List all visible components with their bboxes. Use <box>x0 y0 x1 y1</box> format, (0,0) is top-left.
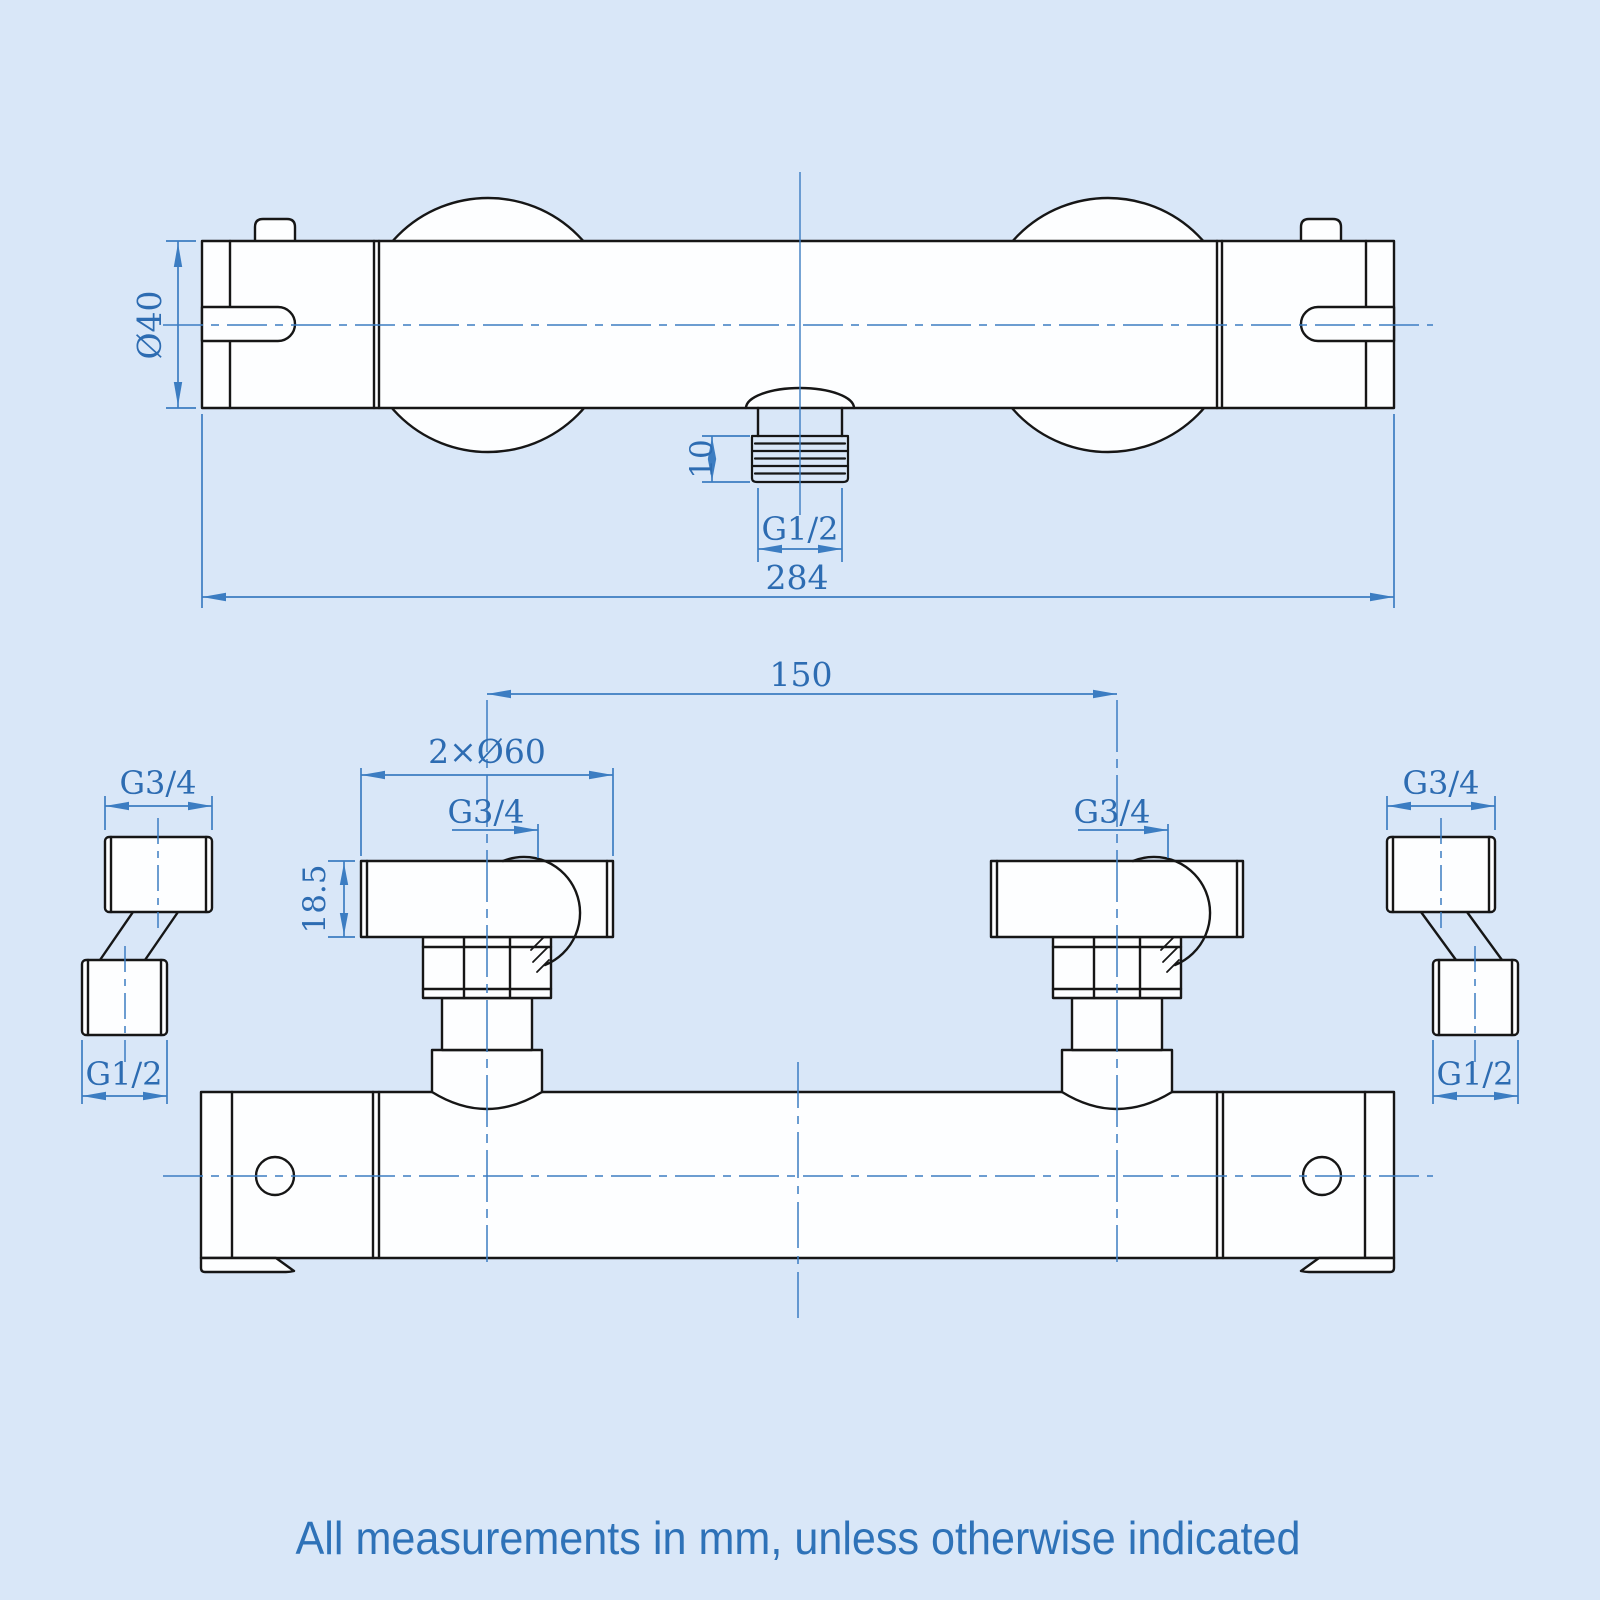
dimension-labels: Ø40 10 G1/2 284 150 2×Ø60 G3/4 G3/4 18.5… <box>85 290 1513 1093</box>
dim-label-right-inlet-g34: G3/4 <box>1073 793 1150 831</box>
top-profile-view <box>200 196 1396 484</box>
dim-label-valve-diameter: 2×Ø60 <box>428 732 546 771</box>
dim-label-body-height-185: 18.5 <box>297 864 333 933</box>
arrow <box>1494 1091 1518 1101</box>
arrow <box>1471 801 1495 811</box>
dim-label-spacing-150: 150 <box>770 655 833 694</box>
arrow <box>1093 689 1117 699</box>
arrow <box>758 544 782 554</box>
arrow <box>188 801 212 811</box>
arrow <box>173 243 183 267</box>
dim-label-left-inlet-g34: G3/4 <box>447 793 524 831</box>
left-adapter-neck-b <box>143 910 180 962</box>
right-control-lever <box>1299 305 1396 343</box>
arrow <box>361 770 385 780</box>
measurement-note: All measurements in mm, unless otherwise… <box>296 1512 1301 1564</box>
right-mounting-foot <box>1299 1256 1396 1274</box>
arrow <box>1370 592 1394 602</box>
left-valve-section-arc <box>501 855 582 967</box>
arrow <box>707 459 717 481</box>
arrow <box>1387 801 1411 811</box>
dimension-arrowheads <box>82 243 1518 1101</box>
left-mounting-foot <box>199 1256 296 1274</box>
dim-label-overall-284: 284 <box>766 558 829 597</box>
arrow <box>173 382 183 406</box>
dim-label-outlet-thread-g12: G1/2 <box>761 510 838 548</box>
dim-label-thread-length-10: 10 <box>684 439 720 478</box>
dim-label-diameter-40: Ø40 <box>130 290 169 359</box>
left-button <box>253 217 297 245</box>
right-offset-adapter <box>1385 835 1520 1037</box>
right-valve-hatching <box>1160 937 1180 973</box>
arrow <box>589 770 613 780</box>
left-control-lever <box>200 305 297 343</box>
arrow <box>339 863 349 885</box>
arrow <box>1433 1091 1457 1101</box>
left-valve-hatching <box>530 937 550 973</box>
right-button <box>1299 217 1343 245</box>
arrow <box>202 592 226 602</box>
arrow <box>339 913 349 935</box>
right-adapter-neck-a <box>1419 910 1458 962</box>
arrow <box>707 437 717 459</box>
right-adapter-neck-b <box>1465 910 1504 962</box>
arrow <box>818 544 842 554</box>
dim-label-right-adapter-g12: G1/2 <box>1436 1055 1513 1093</box>
arrow <box>514 825 538 835</box>
dim-label-left-adapter-g34: G3/4 <box>119 764 196 802</box>
left-offset-adapter <box>80 835 214 1037</box>
arrow <box>82 1091 106 1101</box>
arrow <box>143 1091 167 1101</box>
arrow <box>487 689 511 699</box>
dim-label-right-adapter-g34: G3/4 <box>1402 764 1479 802</box>
dim-label-left-adapter-g12: G1/2 <box>85 1055 162 1093</box>
left-adapter-neck-a <box>98 910 135 962</box>
arrow <box>1144 825 1168 835</box>
right-valve-section-arc <box>1131 855 1212 967</box>
arrow <box>105 801 129 811</box>
